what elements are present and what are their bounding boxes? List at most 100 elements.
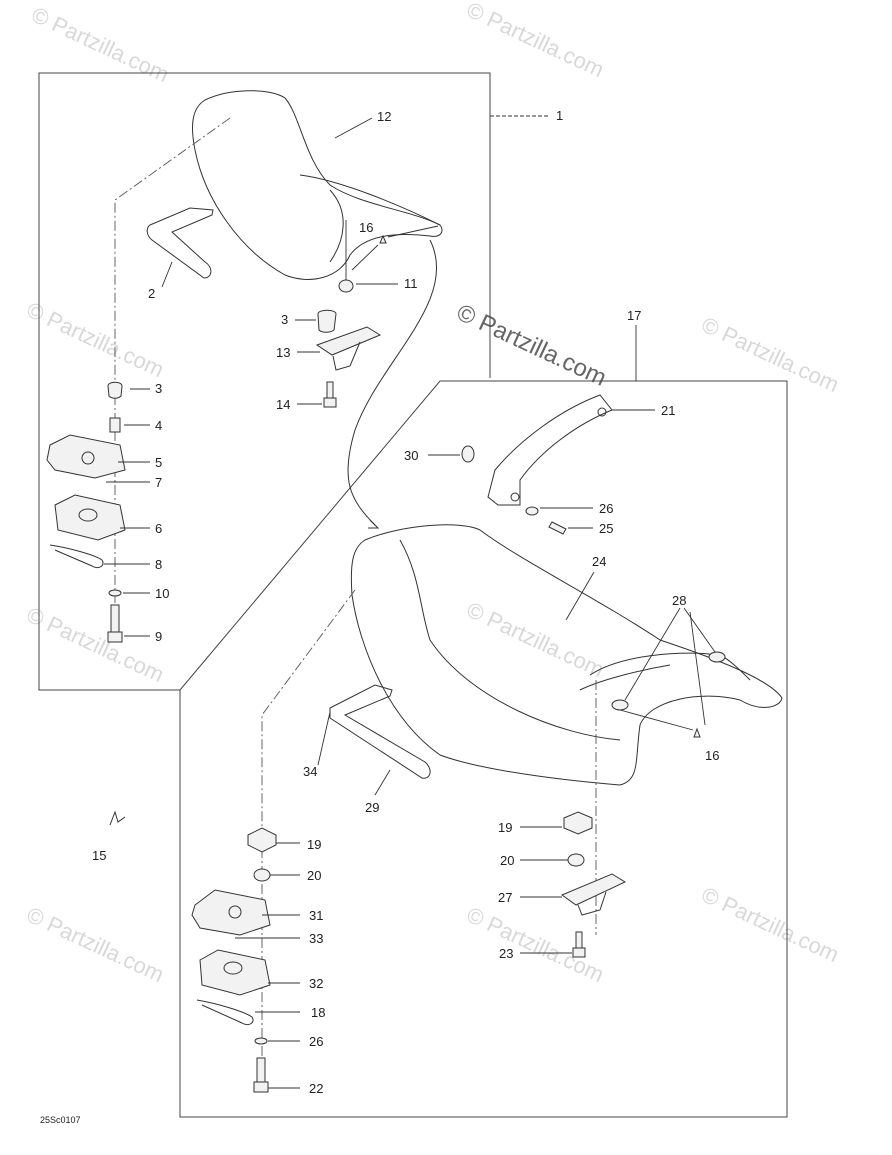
callout-31: 31: [309, 908, 323, 923]
bar-29: [329, 684, 431, 779]
spacer-4: [109, 417, 121, 433]
callout-1: 1: [556, 108, 563, 123]
bumper-3b: [317, 309, 337, 333]
callout-15: 15: [92, 848, 106, 863]
callout-11: 11: [404, 276, 418, 291]
callout-4: 4: [155, 418, 162, 433]
bolt-9-head: [107, 631, 123, 643]
watermark: © Partzilla.com: [28, 2, 173, 87]
handle-hole: [510, 492, 520, 502]
solo-seat-12: [192, 90, 443, 280]
seat-edge: [579, 664, 671, 691]
callout-16: 16: [359, 220, 373, 235]
nut-plate-19: [247, 827, 277, 853]
callout-9: 9: [155, 629, 162, 644]
watermark: © Partzilla.com: [463, 902, 608, 987]
callout-14: 14: [276, 397, 290, 412]
bumper-11: [338, 279, 354, 293]
callout-29: 29: [365, 800, 379, 815]
bumper-28a: [611, 699, 629, 711]
callout-21: 21: [661, 403, 675, 418]
leader: [619, 709, 694, 731]
bolt-22-head: [253, 1081, 269, 1093]
callout-labels: 1 2 3 3 4 5 7 6 8 10 9 11 12 13 14 15 16…: [40, 108, 719, 1125]
grommet-16: [379, 234, 387, 244]
callout-6: 6: [155, 521, 162, 536]
callout-26: 26: [309, 1034, 323, 1049]
callout-7: 7: [155, 475, 162, 490]
nut-20: [253, 868, 271, 882]
callout-20: 20: [500, 853, 514, 868]
bracket-13-tab: [332, 341, 361, 371]
latch-base-32: [199, 949, 271, 996]
grommet-30: [461, 445, 475, 463]
latch-base-6: [54, 494, 126, 541]
washer-26: [525, 506, 539, 516]
callout-2: 2: [148, 286, 155, 301]
base-boss: [78, 508, 98, 522]
callout-19: 19: [498, 820, 512, 835]
bracket-13: [315, 326, 382, 356]
callout-22: 22: [309, 1081, 323, 1096]
washer-10: [108, 589, 122, 597]
seat-seam: [399, 539, 621, 741]
dual-seat-24: [350, 524, 783, 786]
latch-5: [46, 434, 126, 479]
bracket-27: [560, 873, 627, 906]
callout-23: 23: [499, 946, 513, 961]
screw-25: [548, 521, 567, 535]
latch-hole: [81, 451, 95, 465]
callout-19: 19: [307, 837, 321, 852]
watermark: © Partzilla.com: [23, 297, 168, 382]
callout-16: 16: [705, 748, 719, 763]
screw-23-head: [572, 947, 586, 958]
bar-2: [146, 207, 214, 279]
assembly-arrow: [368, 519, 380, 529]
callout-12: 12: [377, 109, 391, 124]
callout-3: 3: [281, 312, 288, 327]
bolt-9: [110, 604, 120, 636]
screw-14-head: [323, 397, 337, 408]
latch-31: [191, 889, 271, 936]
watermark: © Partzilla.com: [463, 597, 608, 682]
callout-17: 17: [627, 308, 641, 323]
bracket-27-tab: [577, 891, 607, 916]
watermark: © Partzilla.com: [463, 0, 608, 82]
seat-cutout: [589, 652, 751, 681]
bumper-28b: [708, 651, 726, 663]
clip-18: [196, 999, 254, 1026]
callout-20: 20: [307, 868, 321, 883]
callout-33: 33: [309, 931, 323, 946]
solo-seat-frame: [38, 72, 491, 691]
grab-handle-21: [487, 394, 613, 506]
centerline: [261, 589, 356, 830]
leaders: [104, 115, 716, 1089]
leader: [351, 244, 379, 271]
callout-25: 25: [599, 521, 613, 536]
dual-seat-frame: [179, 380, 788, 1118]
callout-28: 28: [672, 593, 686, 608]
watermark: © Partzilla.com: [698, 312, 843, 397]
grommet-16b: [693, 727, 701, 738]
callout-30: 30: [404, 448, 418, 463]
callout-34: 34: [303, 764, 317, 779]
callout-3: 3: [155, 381, 162, 396]
screw-23: [575, 931, 583, 951]
bolt-22: [256, 1057, 266, 1085]
callout-8: 8: [155, 557, 162, 572]
symbol-15: [109, 810, 126, 826]
solo-seat-group: [46, 90, 443, 826]
watermark: © Partzilla.com: [23, 902, 168, 987]
latch-hole: [228, 905, 242, 919]
base-boss: [223, 961, 243, 975]
nut-plate-19b: [563, 811, 593, 835]
drawing-code: 25Sc0107: [40, 1115, 81, 1125]
callout-27: 27: [498, 890, 512, 905]
callout-18: 18: [311, 1005, 325, 1020]
watermarks: © Partzilla.com © Partzilla.com © Partzi…: [23, 0, 843, 987]
assembly-curve: [347, 239, 437, 526]
handle-hole: [597, 407, 607, 417]
callout-5: 5: [155, 455, 162, 470]
watermark-main: © Partzilla.com: [452, 299, 610, 392]
